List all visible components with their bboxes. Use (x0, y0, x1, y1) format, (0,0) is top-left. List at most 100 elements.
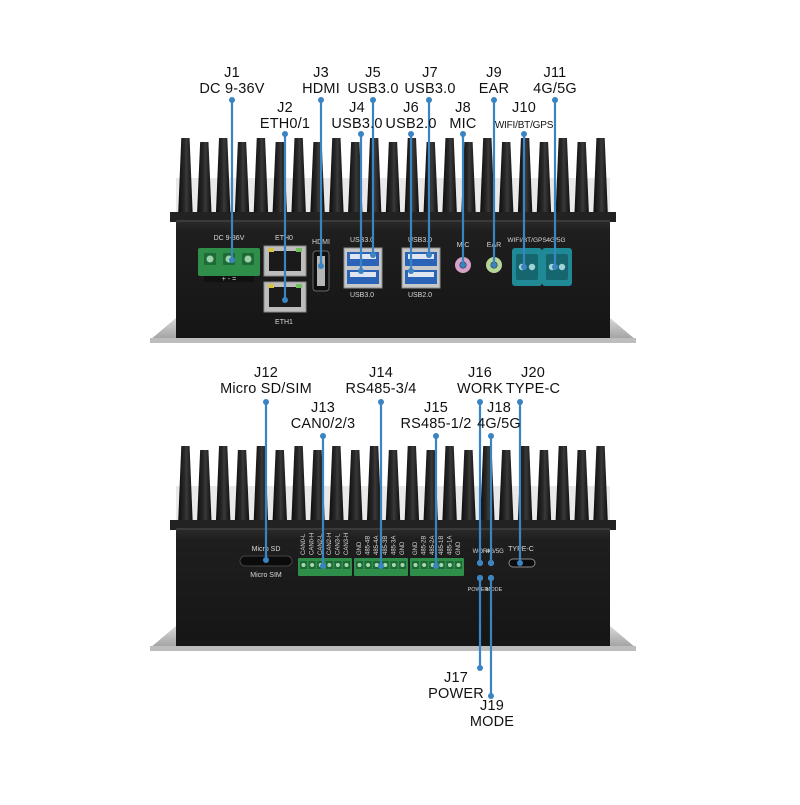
dc-terminal-screw-head (206, 255, 214, 263)
terminal-screw-head (310, 563, 315, 567)
leader-j4-dot-start (358, 131, 364, 137)
terminal-screw-head (366, 563, 371, 567)
label-j20-id: J20 (521, 365, 545, 381)
leader-j6-dot-end (408, 268, 414, 274)
leader-j1-dot-end (229, 257, 235, 263)
heatsink-fin (479, 138, 495, 218)
terminal-pin-print: 485-1A (447, 536, 453, 555)
base-plate (150, 646, 636, 651)
label-j11-name: 4G/5G (533, 81, 577, 97)
terminal-screw-head (327, 563, 332, 567)
label-j5-id: J5 (365, 65, 381, 81)
label-j8-name: MIC (449, 116, 477, 132)
base-plate (150, 338, 636, 343)
label-j9-id: J9 (486, 65, 502, 81)
leader-j5-dot-start (370, 97, 376, 103)
heatsink-fin (196, 450, 212, 526)
label-j2-name: ETH0/1 (259, 116, 311, 132)
leader-j10-dot-start (521, 131, 527, 137)
label-j4-name: USB3.0 (331, 116, 383, 132)
heatsink-fin (310, 450, 325, 526)
terminal-pin-print: CAN2-L (318, 533, 324, 555)
wifi-print: WIFI/BT/GPS (507, 237, 547, 244)
ethernet-led (268, 284, 274, 288)
label-j19-name: MODE (469, 714, 515, 730)
leader-j12-dot-end (263, 557, 269, 563)
label-j13-name: CAN0/2/3 (290, 416, 356, 432)
leader-j16-dot-start (477, 399, 483, 405)
label-j17-name: POWER (428, 686, 484, 702)
heatsink-fin (517, 446, 533, 526)
terminal-screw-head (447, 563, 452, 567)
terminal-pin-print: 485-4B (366, 536, 372, 555)
label-j15-id: J15 (424, 400, 448, 416)
terminal-pin-print: 485-3B (383, 536, 389, 555)
leader-j5-dot-end (370, 252, 376, 258)
heatsink-fin (461, 142, 476, 218)
leader-j7-dot-end (426, 252, 432, 258)
leader-j3-dot-start (318, 97, 324, 103)
terminal-screw-head (439, 563, 444, 567)
label-j19-id: J19 (480, 698, 504, 714)
heatsink-fin (347, 450, 363, 526)
label-j18-name: 4G/5G (477, 416, 521, 432)
terminal-screw-head (335, 563, 340, 567)
usb-print-bottom: USB2.0 (408, 292, 432, 299)
terminal-screw-head (357, 563, 362, 567)
heatsink-fin (178, 138, 193, 218)
terminal-screw-head (456, 563, 461, 567)
leader-j18-dot-end (488, 560, 494, 566)
leader-j6-dot-start (408, 131, 414, 137)
heatsink-fin (328, 138, 344, 218)
leader-j18-dot-start (488, 433, 494, 439)
mode-print: MODE (486, 587, 503, 593)
micro-sim-print: Micro SIM (250, 572, 282, 579)
leader-j8-dot-start (460, 131, 466, 137)
heatsink-fin (498, 450, 514, 526)
label-j3-name: HDMI (302, 81, 340, 97)
label-j10-name: WIFI/BT/GPS (494, 120, 554, 131)
heatsink-fin (404, 446, 420, 526)
label-j10-id: J10 (512, 100, 536, 116)
heatsink-fin (328, 446, 344, 526)
heatsink-fin (498, 142, 514, 218)
heatsink-fin (385, 450, 401, 526)
label-j18-id: J18 (487, 400, 511, 416)
terminal-pin-print: GND (413, 541, 419, 555)
terminal-pin-print: CAN3-H (344, 533, 350, 555)
heatsink-fin (555, 446, 571, 526)
mounting-flange-right (610, 626, 636, 650)
leader-j15-dot-start (433, 433, 439, 439)
label-j3-id: J3 (313, 65, 329, 81)
leader-j2-dot-end (282, 297, 288, 303)
terminal-pin-print: 485-2A (430, 536, 436, 555)
terminal-screw-head (400, 563, 405, 567)
ethernet-led (268, 248, 274, 252)
leader-j11-dot-start (552, 97, 558, 103)
leader-j11-dot-end (552, 264, 558, 270)
usb-tongue (408, 254, 434, 259)
terminal-pin-print: CAN0-L (301, 533, 307, 555)
label-j12-id: J12 (254, 365, 278, 381)
mounting-flange-left (150, 626, 176, 650)
usb-tongue (350, 254, 376, 259)
terminal-pin-print: GND (357, 541, 363, 555)
heatsink-fin (215, 446, 231, 526)
usb-print-top: USB3.0 (408, 237, 432, 244)
leader-j4-dot-end (358, 268, 364, 274)
terminal-screw-head (413, 563, 418, 567)
label-j7-name: USB3.0 (404, 81, 456, 97)
mounting-flange-right (610, 318, 636, 342)
heatsink-fin (234, 142, 250, 218)
leader-j14-dot-start (378, 399, 384, 405)
terminal-pin-print: 485-3A (391, 536, 397, 555)
dc-terminal-screw-head (244, 255, 252, 263)
usb-tongue (350, 272, 376, 277)
terminal-pin-print: 485-1B (439, 536, 445, 555)
heatsink-fin (593, 138, 608, 218)
4g5g-led-print: 4G/5G (486, 549, 504, 555)
dc-terminal-base (204, 276, 254, 282)
terminal-pin-print: CAN3-L (335, 533, 341, 555)
mounting-flange-left (150, 318, 176, 342)
